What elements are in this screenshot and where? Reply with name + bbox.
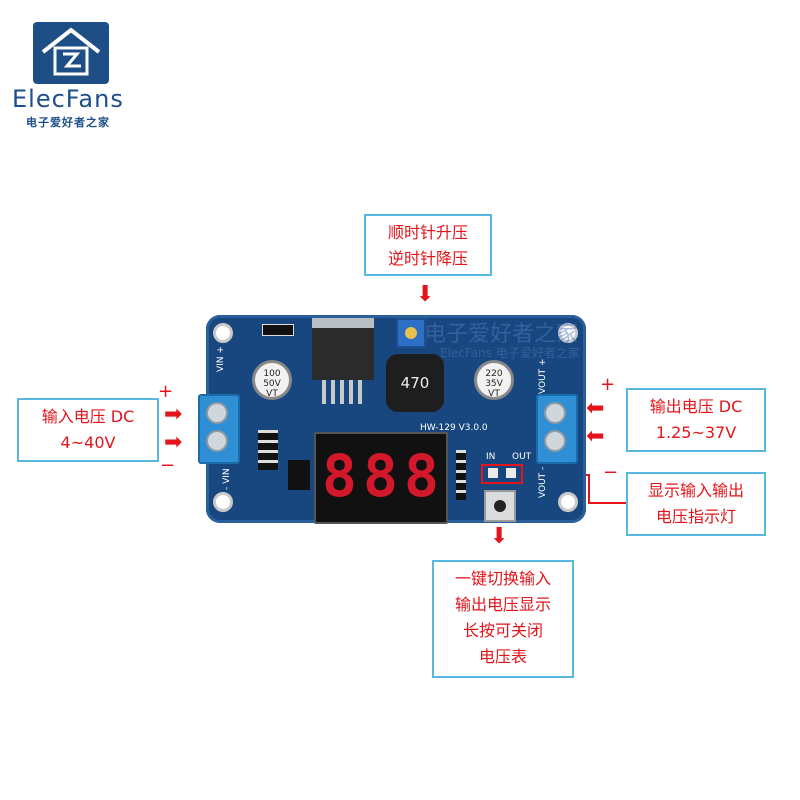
in-label: IN xyxy=(486,452,496,462)
left-arrow-icon: ⬅ xyxy=(586,396,605,421)
plus-sign: + xyxy=(600,374,616,395)
mounting-hole xyxy=(558,492,578,512)
cap-text: 100 xyxy=(263,369,281,379)
smd-component xyxy=(288,460,310,490)
capacitor-220uf: 220 35V VT xyxy=(474,360,514,400)
elecfans-logo-icon xyxy=(33,22,109,84)
cap-text: VT xyxy=(488,389,500,399)
led-in xyxy=(488,468,498,478)
led-out xyxy=(506,468,516,478)
callout-line: 1.25~37V xyxy=(655,423,737,442)
seven-segment-display: 8 8 8 xyxy=(314,432,448,524)
vout-minus-label: VOUT - xyxy=(538,466,548,498)
vout-plus-label: VOUT + xyxy=(538,358,548,394)
callout-line: 输出电压显示 xyxy=(454,595,551,614)
trim-screw-icon xyxy=(405,327,417,339)
indicator-leader-line xyxy=(588,474,590,504)
potentiometer[interactable] xyxy=(396,318,426,348)
callout-line: 长按可关闭 xyxy=(462,621,543,640)
minus-sign: − xyxy=(160,455,176,476)
output-voltage-callout: 输出电压 DC 1.25~37V xyxy=(626,388,766,452)
callout-line: 输出电压 DC xyxy=(649,397,743,416)
regulator-pins xyxy=(322,380,366,404)
board-model-label: HW-129 V3.0.0 xyxy=(420,423,488,433)
plus-sign: + xyxy=(158,381,174,402)
indicator-led-highlight xyxy=(481,464,523,484)
vin-plus-label: VIN + xyxy=(216,346,226,372)
potentiometer-callout: 顺时针升压 逆时针降压 xyxy=(364,214,492,276)
button-callout: 一键切换输入 输出电压显示 长按可关闭 电压表 xyxy=(432,560,574,678)
inductor-label: 470 xyxy=(400,374,430,392)
cap-text: 50V xyxy=(263,379,281,389)
left-arrow-icon: ⬅ xyxy=(586,424,605,449)
smd-component xyxy=(262,324,294,336)
down-arrow-icon: ⬇ xyxy=(490,524,509,549)
inductor: 470 xyxy=(386,354,444,412)
vin-minus-label: - VIN xyxy=(222,468,232,490)
indicator-callout: 显示输入输出 电压指示灯 xyxy=(626,472,766,536)
callout-line: 显示输入输出 xyxy=(647,481,744,500)
out-label: OUT xyxy=(512,452,532,462)
minus-sign: − xyxy=(603,462,619,483)
screw-icon xyxy=(544,430,566,452)
callout-line: 输入电压 DC xyxy=(41,407,135,426)
capacitor-100uf: 100 50V VT xyxy=(252,360,292,400)
smd-component xyxy=(456,450,466,500)
cap-text: VT xyxy=(266,389,278,399)
right-arrow-icon: ➡ xyxy=(164,402,183,427)
watermark-en: ElecFans 电子爱好者之家 xyxy=(440,346,580,360)
button-cap-icon xyxy=(494,500,506,512)
screw-icon xyxy=(206,430,228,452)
smd-component xyxy=(258,430,278,470)
indicator-leader-line xyxy=(588,502,626,504)
callout-line: 电压表 xyxy=(478,647,527,666)
mounting-hole xyxy=(213,323,233,343)
regulator-chip xyxy=(312,318,374,380)
callout-line: 电压指示灯 xyxy=(655,507,736,526)
callout-line: 逆时针降压 xyxy=(387,249,468,268)
screw-icon xyxy=(206,402,228,424)
toggle-voltage-button[interactable] xyxy=(484,490,516,522)
logo-subtitle: 电子爱好者之家 xyxy=(26,116,110,129)
display-digit: 8 xyxy=(404,442,439,510)
cap-text: 35V xyxy=(485,379,503,389)
right-arrow-icon: ➡ xyxy=(164,430,183,455)
display-digit: 8 xyxy=(322,442,357,510)
input-voltage-callout: 输入电压 DC 4~40V xyxy=(17,398,159,462)
mounting-hole xyxy=(213,492,233,512)
watermark-cn: 电子爱好者之家 xyxy=(424,322,579,347)
callout-line: 顺时针升压 xyxy=(387,223,468,242)
callout-line: 4~40V xyxy=(60,433,116,452)
logo-name: ElecFans xyxy=(12,85,124,113)
display-digit: 8 xyxy=(363,442,398,510)
screw-icon xyxy=(544,402,566,424)
down-arrow-icon: ⬇ xyxy=(416,282,435,307)
cap-text: 220 xyxy=(485,369,503,379)
callout-line: 一键切换输入 xyxy=(454,569,551,588)
mounting-hole xyxy=(558,323,578,343)
